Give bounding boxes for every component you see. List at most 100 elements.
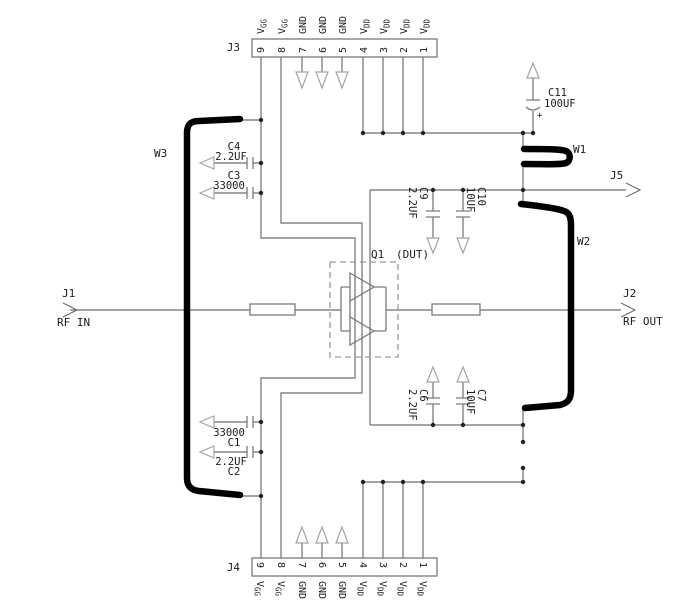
w3-stubs: [240, 119, 261, 497]
j4-pin1-number: 1: [417, 562, 428, 568]
j4-vdd-drops: [362, 482, 424, 558]
j3-pin5-number: 5: [338, 47, 349, 53]
j4-gnd-stubs: [301, 543, 343, 558]
c4-ref-label: C4: [228, 141, 241, 153]
c9-value-label: 2.2UF: [406, 187, 418, 219]
c10-cap-icon: [456, 210, 470, 218]
j4-pin1-label: VDD: [416, 581, 429, 597]
c6-cap-icon: [426, 397, 440, 405]
j3-pin9-label: VGG: [256, 18, 269, 34]
gnd-arrow-icon: [335, 71, 349, 90]
w2-jumper-wire: [517, 200, 575, 412]
c11-ref-label: C11: [548, 87, 567, 99]
j4-pin4-label: VDD: [356, 581, 369, 597]
j5-ref-label: J5: [610, 169, 623, 182]
rf-out-arrow-icon: [620, 302, 637, 318]
j4-ref-label: J4: [227, 561, 241, 574]
dut-input-bracket: [340, 286, 351, 332]
c1-c2-leads: [214, 421, 261, 453]
components: [62, 38, 642, 577]
j3-pin6-number: 6: [318, 47, 329, 53]
gnd-arrow-icon: [198, 445, 215, 459]
j3-connector-body: [251, 38, 438, 58]
c2-ref-label: C2: [228, 466, 241, 478]
gnd-arrow-icon: [335, 525, 349, 544]
j3-pin1-label: VDD: [419, 18, 432, 34]
output-series-element: [431, 303, 481, 316]
gnd-arrow-icon: [198, 415, 215, 429]
w1-label: W1: [573, 143, 586, 156]
j4-connector-body: [251, 557, 438, 577]
gnd-arrow-icon: [426, 237, 440, 255]
rf-in-label: RF IN: [57, 316, 90, 329]
w3-jumper-wire: [183, 115, 244, 499]
gnd-arrow-icon: [456, 237, 470, 255]
j3-ref-label: J3: [227, 41, 240, 54]
vgg-net-pin8: [280, 57, 363, 558]
c4-cap-icon: [246, 157, 254, 169]
j4-pin3-label: VDD: [376, 581, 389, 597]
gnd-arrow-icon: [295, 71, 309, 90]
j4-pin9-label: VGG: [253, 581, 266, 597]
c6-ref-label: C6: [417, 389, 429, 402]
gnd-arrow-icon: [198, 186, 215, 200]
c9-c10-stems: [432, 190, 464, 238]
input-series-element: [249, 303, 296, 316]
j3-pin7-number: 7: [298, 47, 309, 53]
j3-pin8-label: VGG: [277, 18, 290, 34]
j4-pin2-number: 2: [397, 562, 408, 568]
c4-c3-leads: [214, 162, 261, 194]
c7-ref-label: C7: [475, 389, 487, 402]
jumper-wires: [183, 115, 575, 499]
c10-ref-label: C10: [475, 187, 487, 206]
c3-ref-label: C3: [228, 170, 241, 182]
c11-cap-icon: [525, 99, 541, 111]
gnd-arrow-icon: [198, 156, 215, 170]
j3-pin1-number: 1: [419, 47, 430, 53]
gnd-arrow-icon: [426, 365, 440, 383]
dut-ref-label: Q1: [371, 248, 384, 261]
j2-ref-label: J2: [623, 287, 636, 300]
j3-pin8-number: 8: [277, 47, 288, 53]
j4-pin5-number: 5: [336, 562, 347, 568]
net-lines: [70, 57, 626, 558]
c7-cap-icon: [456, 397, 470, 405]
c1-value-label: 33000: [213, 427, 245, 439]
j3-pin3-number: 3: [379, 47, 390, 53]
c10-value-label: 10UF: [464, 187, 476, 212]
j4-pin6-label: GND: [316, 581, 327, 599]
gnd-arrow-icon: [295, 525, 309, 544]
j4-pin7-number: 7: [296, 562, 307, 568]
j3-pin9-number: 9: [256, 47, 267, 53]
gnd-arrow-icon: [315, 71, 329, 90]
c1-cap-icon: [246, 416, 254, 428]
j4-pin5-label: GND: [336, 581, 347, 599]
j4-pin8-label: VGG: [274, 581, 287, 597]
rf-out-label: RF OUT: [623, 315, 663, 328]
w3-label: W3: [154, 147, 167, 160]
w2-label: W2: [577, 235, 590, 248]
j4-pin7-label: GND: [296, 581, 307, 599]
c2-cap-icon: [246, 446, 254, 458]
j4-pin4-number: 4: [357, 562, 368, 568]
gnd-arrow-icon: [456, 365, 470, 383]
c11-value-label: 100UF: [544, 98, 576, 110]
j3-pin3-label: VDD: [379, 18, 392, 34]
c4-value-label: 2.2UF: [215, 151, 247, 163]
j3-pin4-number: 4: [359, 47, 370, 53]
j4-pin9-number: 9: [254, 562, 265, 568]
dut-dashed-box: [329, 261, 399, 358]
rf-in-arrow-icon: [62, 302, 79, 318]
w1-jumper-wire: [520, 145, 573, 168]
j3-pin2-label: VDD: [399, 18, 412, 34]
j4-pin2-label: VDD: [396, 581, 409, 597]
c11-polarity-label: +: [537, 111, 543, 121]
c3-cap-icon: [246, 187, 254, 199]
gnd-arrow-icon: [526, 61, 540, 79]
j1-ref-label: J1: [62, 287, 75, 300]
j3-pin5-label: GND: [338, 16, 349, 34]
labels: J3 J4 VGG VGG GND GND GND VDD VDD VDD VD…: [57, 16, 663, 599]
j3-pin4-label: VDD: [359, 18, 372, 34]
